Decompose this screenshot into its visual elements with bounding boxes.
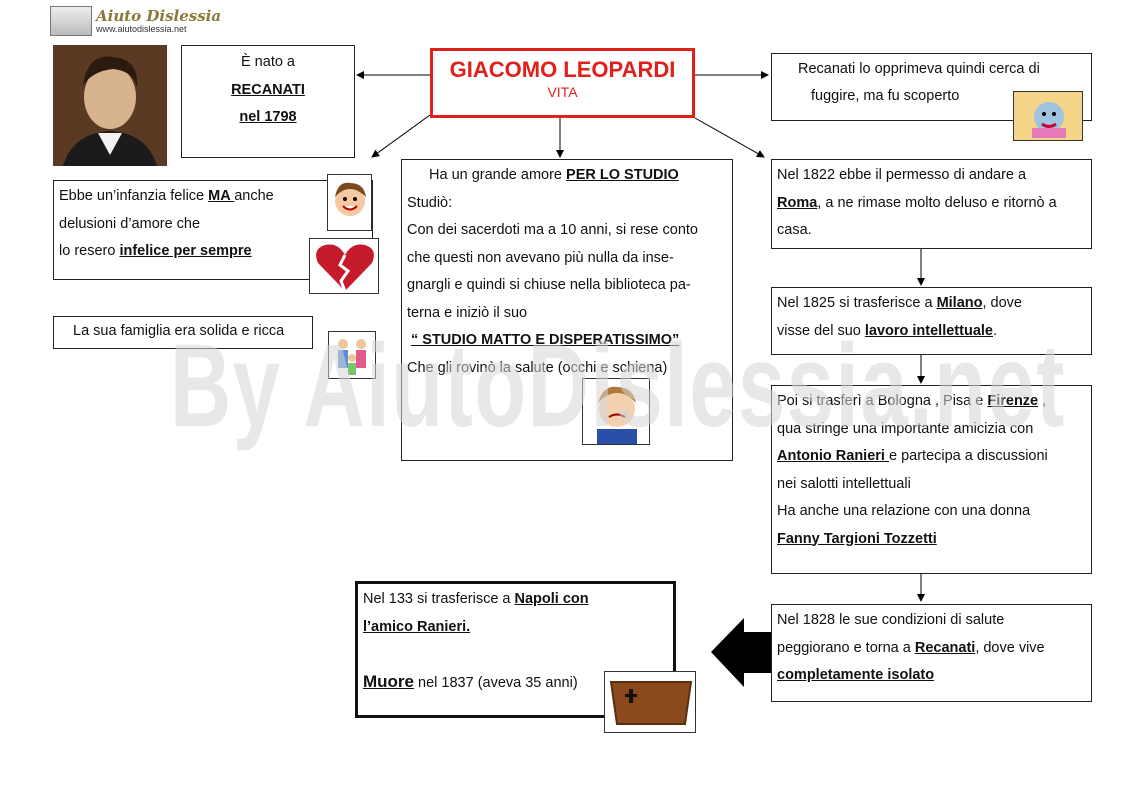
escape-clipart (1013, 91, 1083, 141)
unhappy-forever: infelice per sempre (119, 243, 252, 259)
study-box: Ha un grande amore PER LO STUDIO Studiò:… (401, 159, 733, 461)
page-title: GIACOMO LEOPARDI (449, 57, 676, 82)
milan-box: Nel 1825 si trasferisce a Milano, dove v… (771, 287, 1092, 355)
city-rome: Roma (777, 194, 818, 211)
city-milan: Milano (936, 295, 983, 311)
study-motto: “ STUDIO MATTO E DISPERATISSIMO” (411, 332, 680, 348)
city-florence: Firenze (987, 393, 1039, 409)
escape-line-1: Recanati lo opprimeva quindi cerca di (798, 61, 1040, 77)
broken-heart-icon (309, 238, 379, 294)
sad-boy-clipart (582, 378, 650, 445)
leopardi-portrait (53, 45, 167, 166)
naples-with: Napoli con (514, 591, 589, 607)
rome-box: Nel 1822 ebbe il permesso di andare a Ro… (771, 159, 1092, 249)
page-subtitle: VITA (547, 84, 578, 100)
health-box: Nel 1828 le sue condizioni di salute peg… (771, 604, 1092, 702)
escape-line-2: fuggire, ma fu scoperto (811, 88, 960, 104)
friend-ranieri-naples: l’amico Ranieri. (363, 618, 471, 635)
death-label: Muore (363, 672, 414, 691)
book-icon (50, 6, 92, 36)
title-box: GIACOMO LEOPARDI VITA (430, 48, 695, 118)
child-clipart (327, 174, 372, 231)
logo-brand: Aiuto Dislessia (96, 7, 222, 25)
city-recanati: Recanati (914, 639, 976, 656)
birth-line: È nato a (240, 54, 295, 70)
fanny-targioni: Fanny Targioni Tozzetti (777, 530, 937, 547)
big-left-arrow (711, 618, 771, 687)
logo-url: www.aiutodislessia.net (96, 24, 187, 34)
florence-box: Poi si trasferì a Bologna , Pisa e Firen… (771, 385, 1092, 574)
birth-box: È nato a RECANATI nel 1798 (181, 45, 355, 158)
family-clipart (328, 331, 376, 379)
completely-isolated: completamente isolato (777, 667, 935, 683)
intellectual-work: lavoro intellettuale (864, 322, 993, 339)
friend-ranieri: Antonio Ranieri (777, 448, 889, 464)
family-box: La sua famiglia era solida e ricca (53, 316, 313, 349)
site-logo: Aiuto Dislessia www.aiutodislessia.net (50, 6, 221, 36)
family-text: La sua famiglia era solida e ricca (73, 323, 285, 339)
love-for-study: PER LO STUDIO (566, 167, 679, 183)
birth-place: RECANATI (231, 81, 305, 98)
coffin-icon (604, 671, 696, 733)
birth-year: nel 1798 (239, 109, 297, 125)
